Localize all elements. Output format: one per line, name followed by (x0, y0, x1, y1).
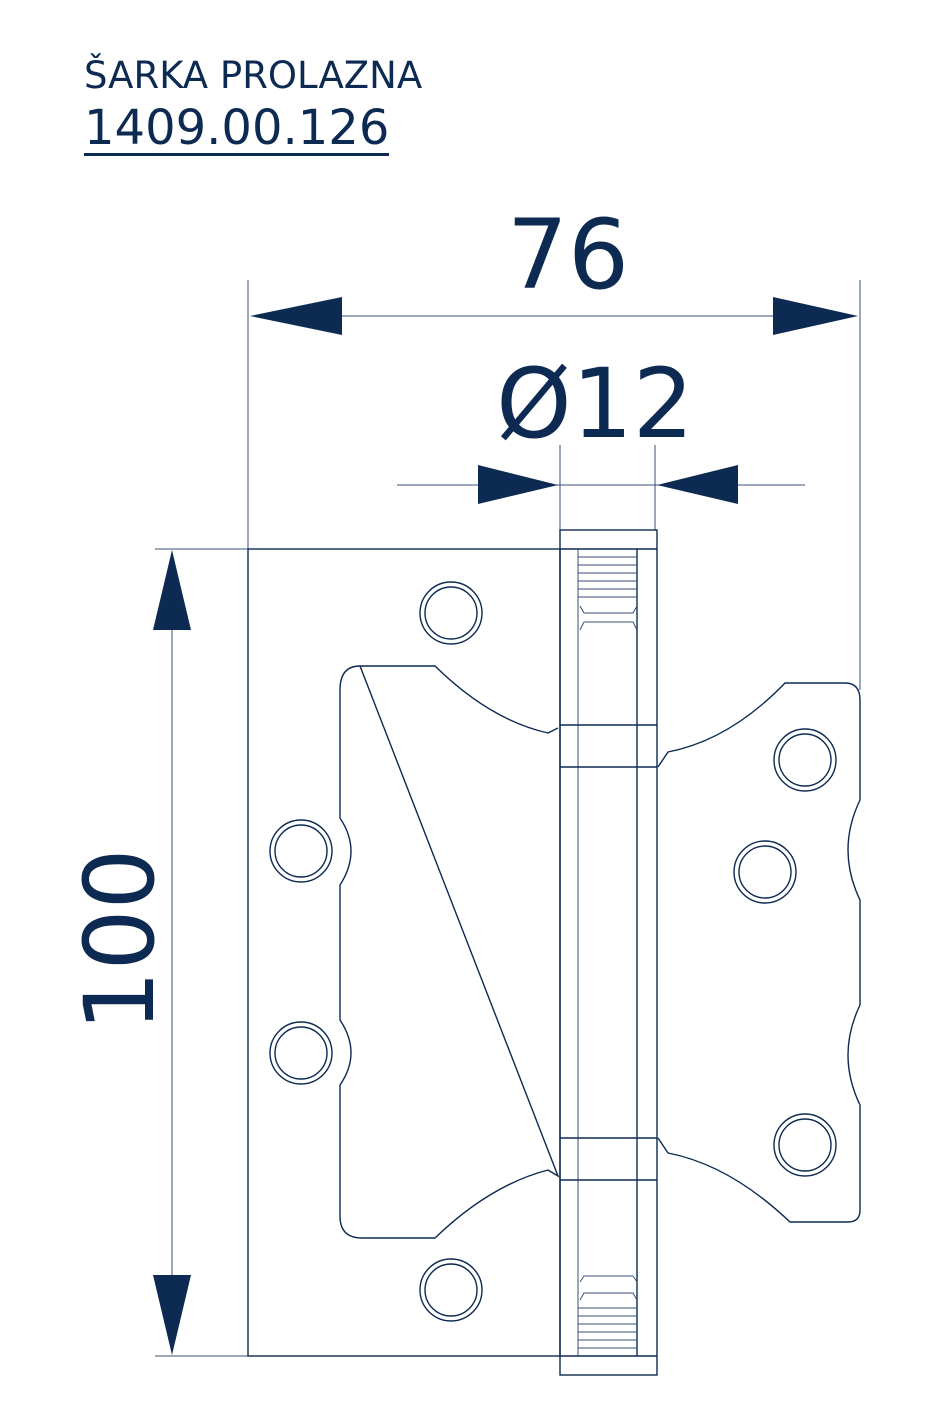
screw-hole (733, 840, 797, 904)
width-dimension: 76 (247, 199, 861, 1356)
code-underline (84, 153, 389, 156)
hinge-knuckle (559, 529, 658, 1376)
height-label: 100 (64, 848, 176, 1031)
screw-hole (419, 581, 483, 645)
diameter-label: Ø12 (496, 348, 694, 460)
screw-hole (269, 1021, 333, 1085)
width-label: 76 (507, 199, 629, 311)
screw-hole (773, 1113, 837, 1177)
screw-hole (269, 819, 333, 883)
screw-hole (419, 1258, 483, 1322)
product-code: 1409.00.126 (84, 100, 390, 156)
screw-hole (773, 728, 837, 792)
height-dimension: 100 (64, 548, 560, 1357)
product-title: ŠARKA PROLAZNA (84, 54, 423, 97)
left-leaf (247, 548, 561, 1357)
right-leaf (657, 682, 861, 1223)
diameter-dimension: Ø12 (397, 348, 805, 530)
